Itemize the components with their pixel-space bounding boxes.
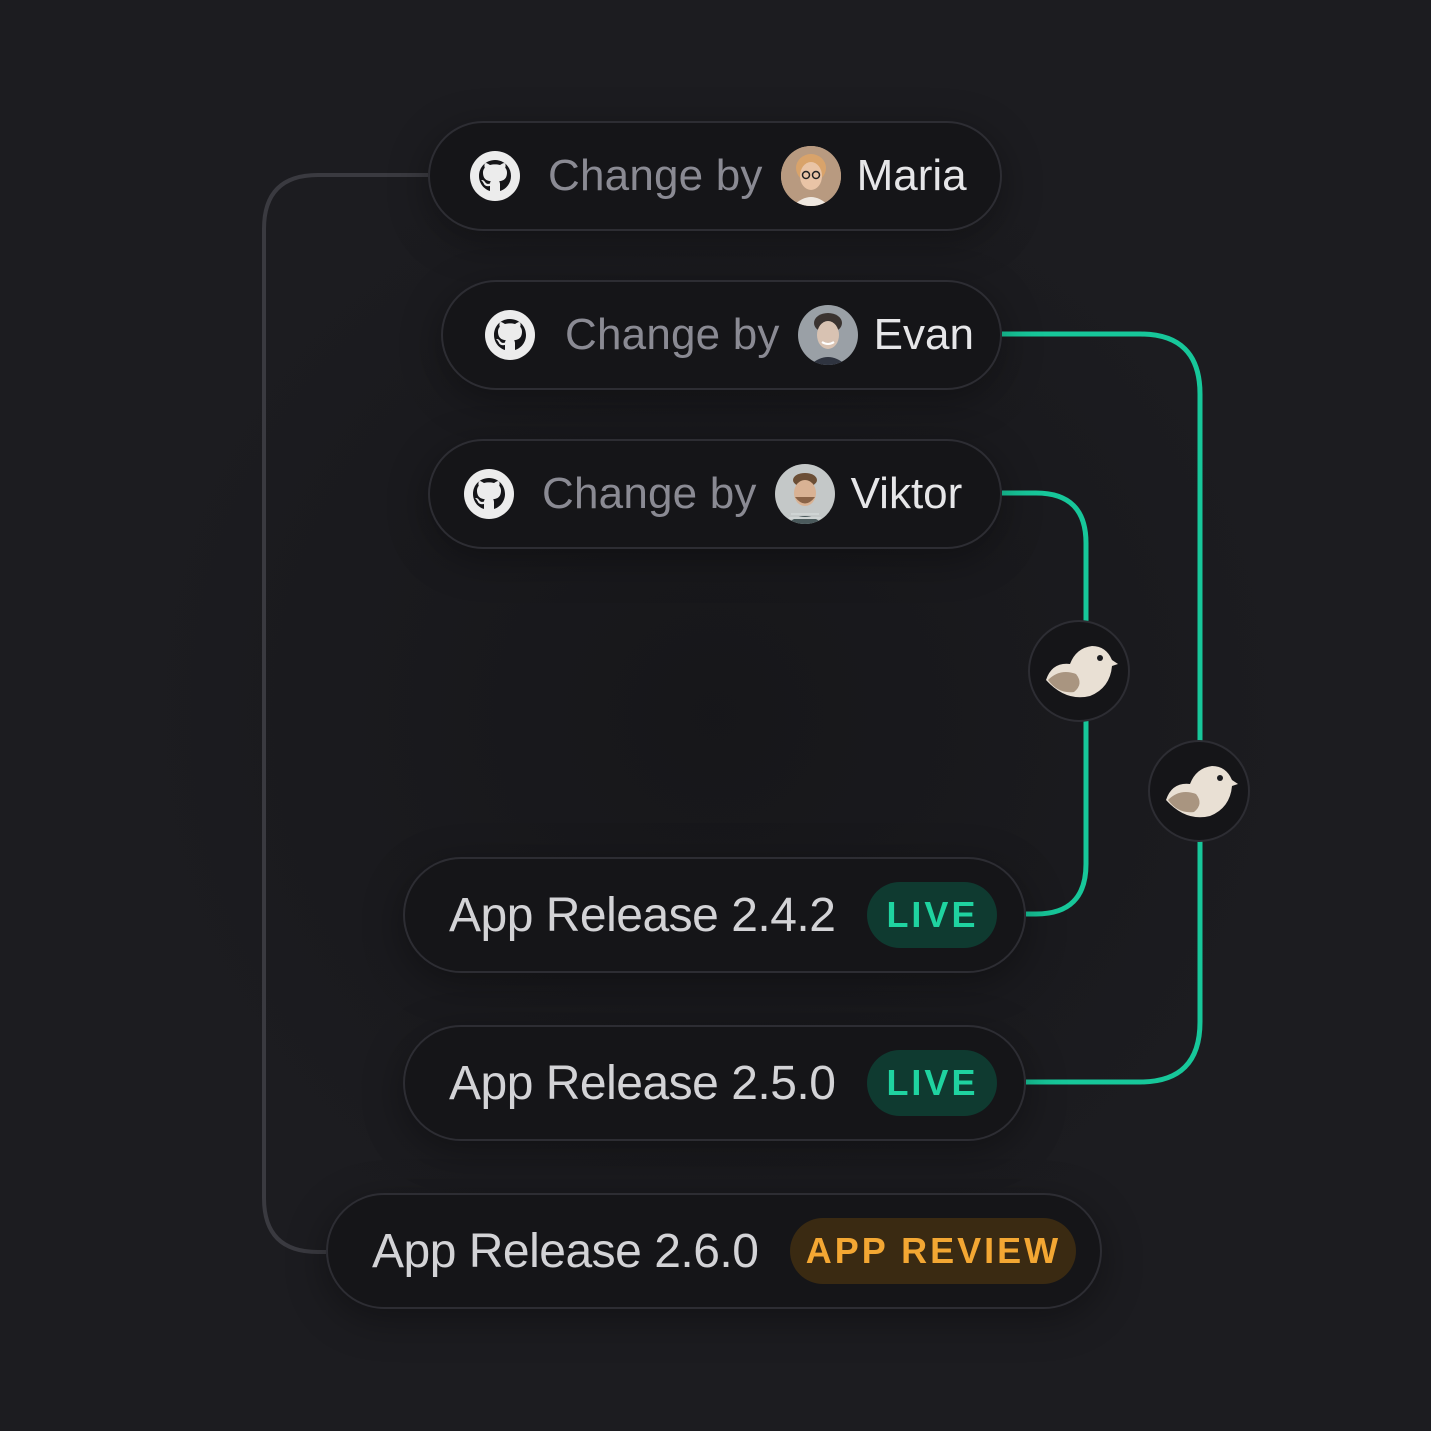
connector-maria-to-2-6-0	[262, 173, 428, 1254]
author-name: Evan	[873, 310, 974, 359]
change-pill-viktor[interactable]: Change by Viktor	[428, 439, 1002, 549]
github-icon	[464, 469, 514, 519]
github-icon	[470, 151, 520, 201]
status-badge-live: LIVE	[867, 1050, 998, 1116]
avatar-maria	[780, 146, 841, 206]
bird-node-2[interactable]	[1148, 740, 1250, 842]
release-name: App Release 2.6.0	[372, 1224, 759, 1278]
status-badge-app-review: APP REVIEW	[790, 1218, 1077, 1284]
status-badge-live: LIVE	[867, 882, 998, 948]
bird-icon	[1166, 766, 1238, 818]
author-name: Viktor	[850, 469, 963, 518]
avatar-viktor	[774, 464, 835, 524]
bird-node-1[interactable]	[1028, 620, 1130, 722]
change-pill-evan[interactable]: Change by Evan	[441, 280, 1002, 390]
avatar-evan	[797, 305, 858, 365]
release-pill-2-4-2[interactable]: App Release 2.4.2 LIVE	[403, 857, 1026, 973]
release-name: App Release 2.4.2	[449, 888, 836, 942]
github-icon	[485, 310, 535, 360]
change-pill-maria[interactable]: Change by Maria	[428, 121, 1002, 231]
change-label: Change by	[565, 310, 780, 359]
change-label: Change by	[542, 469, 757, 518]
release-pill-2-6-0[interactable]: App Release 2.6.0 APP REVIEW	[326, 1193, 1102, 1309]
bird-icon	[1046, 646, 1118, 698]
author-name: Maria	[856, 151, 967, 200]
connector-evan-to-2-5-0	[1002, 331, 1203, 1085]
change-label: Change by	[548, 151, 763, 200]
release-pill-2-5-0[interactable]: App Release 2.5.0 LIVE	[403, 1025, 1026, 1141]
release-name: App Release 2.5.0	[449, 1056, 836, 1110]
